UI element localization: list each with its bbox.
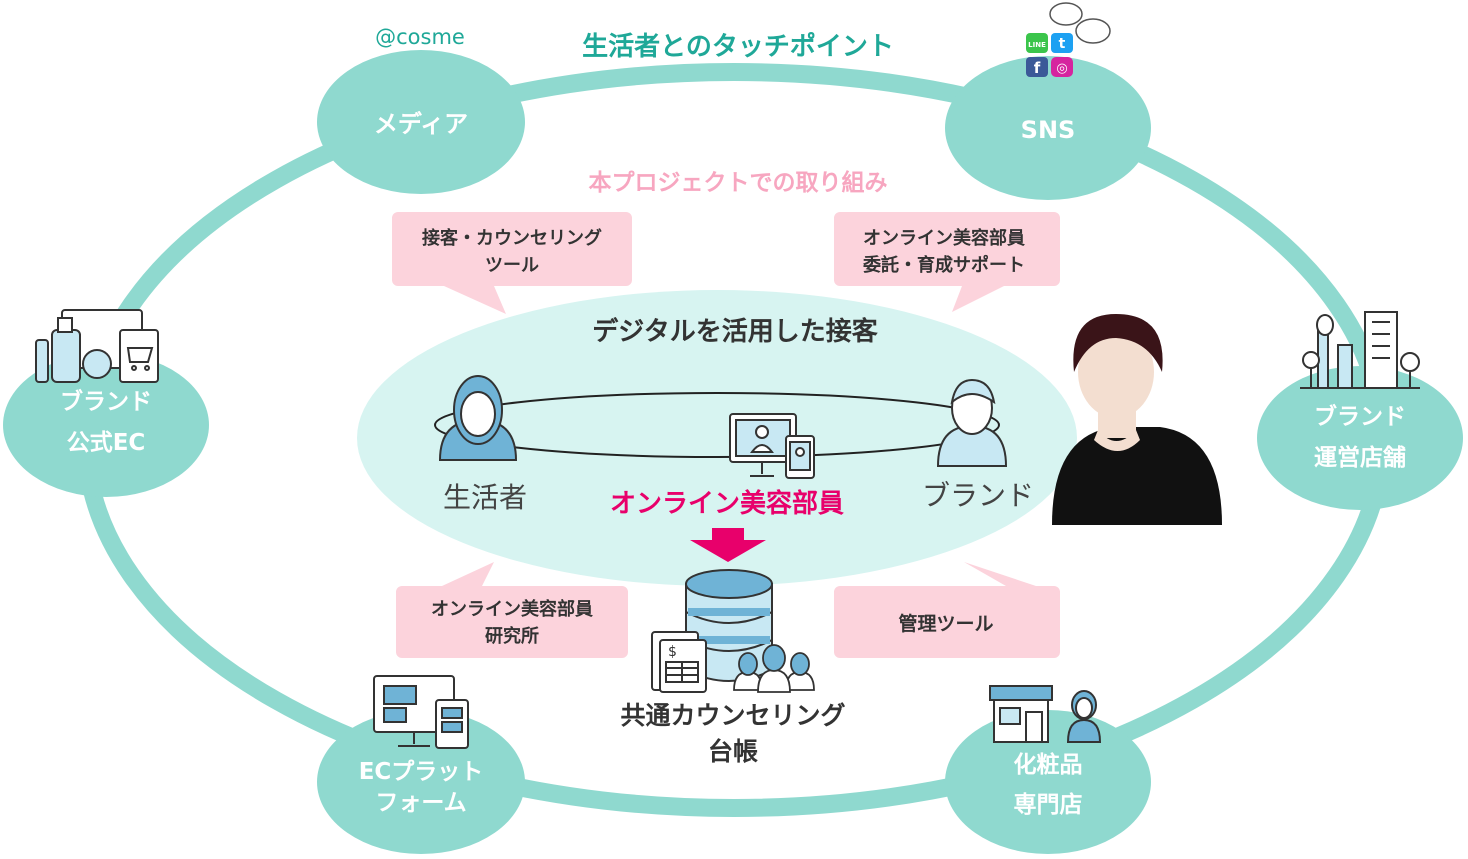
customers-group-icon — [733, 644, 815, 693]
bubble-beauty-lab: オンライン美容部員 研究所 — [396, 562, 628, 658]
video-call-icon — [729, 413, 815, 479]
svg-text:ツール: ツール — [485, 255, 539, 276]
svg-text:オンライン美容部員: オンライン美容部員 — [863, 227, 1025, 249]
svg-text:管理ツール: 管理ツール — [898, 612, 993, 635]
connection-orbit — [434, 392, 1000, 458]
down-arrow-icon — [690, 528, 766, 562]
instagram-icon — [1051, 57, 1073, 77]
speech-bubble-icon — [1049, 2, 1083, 26]
sns-icons: LINE t f ◎ — [1026, 2, 1111, 77]
svg-text:委託・育成サポート: 委託・育成サポート — [862, 254, 1025, 276]
node-brand-store-label: ブランド — [1314, 403, 1406, 430]
node-brand-ec-label: ブランド — [60, 388, 152, 415]
svg-text:t: t — [1059, 36, 1066, 52]
svg-text:オンライン美容部員: オンライン美容部員 — [431, 598, 593, 620]
node-media-label: メディア — [374, 110, 468, 138]
brand-avatar-icon — [936, 378, 1008, 467]
shop-clerk-icon — [989, 685, 1102, 743]
node-cosmetics-store-label: 専門店 — [1014, 792, 1083, 818]
touchpoint-title: 生活者とのタッチポイント — [582, 31, 894, 62]
digital-service-area — [357, 290, 1077, 586]
svg-text:LINE: LINE — [1028, 41, 1046, 49]
node-brand-ec-label: 公式EC — [67, 430, 146, 456]
node-media: メディア — [317, 50, 525, 194]
beauty-advisor-label: オンライン美容部員 — [610, 488, 844, 519]
speech-bubble-icon — [1075, 18, 1111, 44]
line-icon — [1026, 33, 1048, 53]
node-ec-platform-label: フォーム — [375, 790, 466, 816]
city-store-icon — [1300, 311, 1420, 389]
svg-text:◎: ◎ — [1056, 61, 1067, 76]
node-cosmetics-store-label: 化粧品 — [1014, 751, 1083, 778]
monitor-tablet-icon — [373, 675, 469, 749]
cosme-logo: @cosme — [375, 25, 465, 49]
document-icon: $ — [651, 631, 707, 693]
ledger-label: 共通カウンセリング — [620, 701, 845, 730]
svg-text:接客・カウンセリング: 接客・カウンセリング — [422, 227, 602, 249]
node-ec-platform: ECプラット フォーム — [317, 710, 525, 854]
node-ec-platform-label: ECプラット — [359, 759, 484, 785]
project-title: 本プロジェクトでの取り組み — [589, 169, 888, 196]
ledger-label: 台帳 — [708, 737, 758, 766]
svg-text:研究所: 研究所 — [485, 625, 539, 647]
node-brand-store-label: 運営店舗 — [1314, 444, 1406, 471]
node-brand-ec: ブランド 公式EC — [3, 353, 209, 497]
svg-text:f: f — [1034, 59, 1041, 77]
digital-service-title: デジタルを活用した接客 — [592, 316, 878, 347]
node-sns-label: SNS — [1021, 116, 1076, 144]
consumer-avatar-icon — [438, 375, 518, 461]
bubble-admin-tool: 管理ツール — [834, 562, 1060, 658]
beauty-advisor-person-icon — [1052, 314, 1222, 525]
ecommerce-devices-icon — [35, 309, 159, 383]
twitter-icon — [1051, 33, 1073, 53]
node-cosmetics-store: 化粧品 専門店 — [945, 710, 1151, 854]
bubble-consignment-support: オンライン美容部員 委託・育成サポート — [834, 212, 1060, 312]
consumer-label: 生活者 — [443, 481, 527, 514]
brand-label: ブランド — [922, 479, 1034, 512]
svg-text:$: $ — [668, 644, 677, 660]
bubble-counseling-tool: 接客・カウンセリング ツール — [392, 212, 632, 314]
facebook-icon — [1026, 57, 1048, 77]
node-sns: SNS — [945, 56, 1151, 200]
node-brand-store: ブランド 運営店舗 — [1257, 366, 1463, 510]
